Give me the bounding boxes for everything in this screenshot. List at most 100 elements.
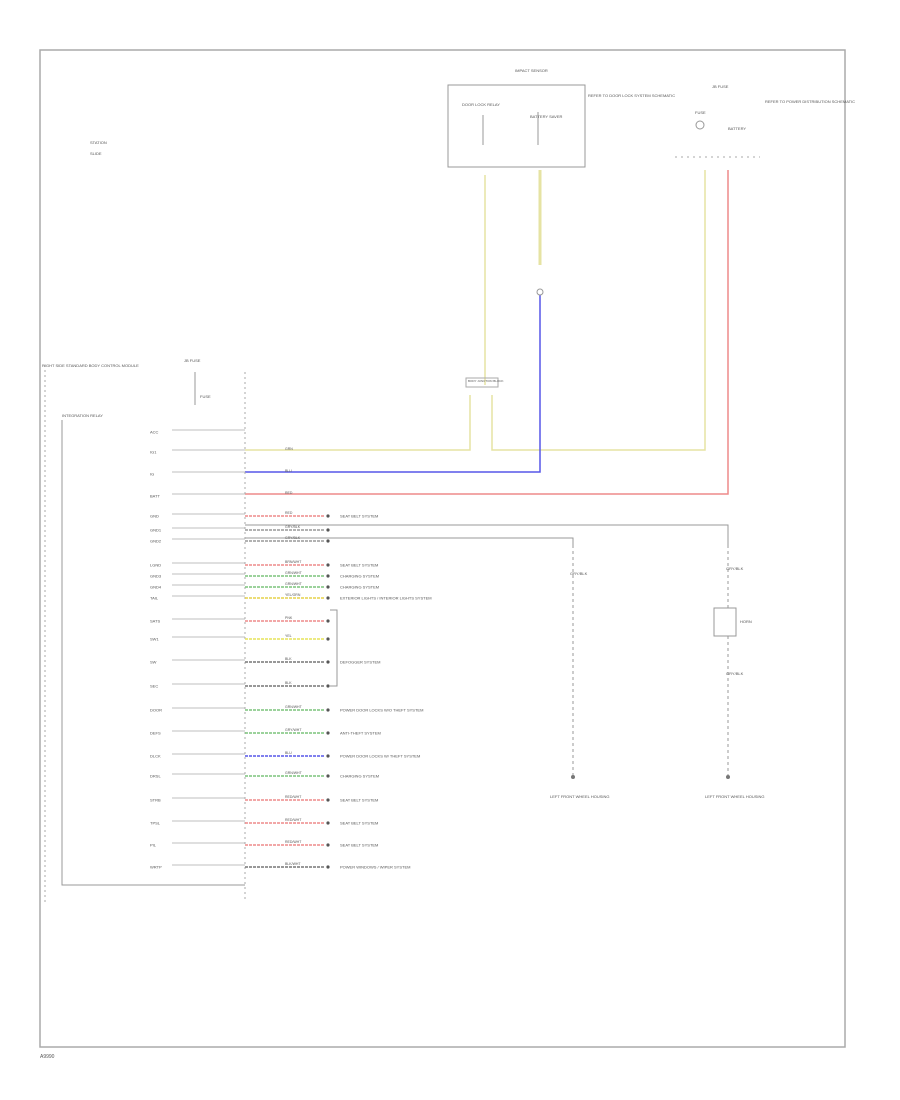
center-ground-icon: [571, 775, 575, 779]
right-connector-left-label: FUSE: [695, 110, 706, 115]
pin-label: BATT: [150, 494, 160, 499]
wire-color-label: BLK: [285, 657, 292, 661]
module-title: RIGHT SIDE STANDARD BODY CONTROL MODULE: [42, 363, 139, 368]
connector-terminal-icon: [326, 754, 330, 758]
pin-label: DRSL: [150, 774, 161, 779]
splice-point-icon: [536, 288, 544, 296]
pin-label: ACC: [150, 430, 159, 435]
center-ground-label: LEFT FRONT WHEEL HOUSING: [550, 794, 610, 799]
horn-ground-wire-label: GRY/BLK: [726, 671, 744, 676]
wire-color-label: RED/WHT: [285, 840, 302, 844]
pin-label: SW: [150, 660, 157, 665]
center-ground: GRY/BLK LEFT FRONT WHEEL HOUSING: [550, 545, 610, 799]
pin-label: IG1: [150, 450, 157, 455]
pin-row: ACC: [150, 430, 245, 435]
top-relay-right-label: BATTERY SAVER: [530, 114, 562, 119]
wire-gray-right-feed: [245, 524, 729, 545]
pin-label: TPSL: [150, 821, 161, 826]
mid-splice: BODY JUNCTION BLOCK: [465, 288, 544, 388]
pin-row: STRB RED/WHT SEAT BELT SYSTEM: [150, 795, 378, 803]
connector-terminal-icon: [326, 596, 330, 600]
destination-label: SEAT BELT SYSTEM: [340, 798, 378, 803]
pin-label: STRB: [150, 798, 161, 803]
pin-label: GND3: [150, 574, 162, 579]
pin-row: DRSL GRN/WHT CHARGING SYSTEM: [150, 771, 379, 779]
right-connector-side-note: REFER TO POWER DISTRIBUTION SCHEMATIC: [765, 99, 855, 104]
connector-terminal-icon: [326, 731, 330, 735]
pin-label: GND1: [150, 528, 162, 533]
destination-label: CHARGING SYSTEM: [340, 774, 379, 779]
wire-color-label: BLU: [285, 469, 292, 473]
top-relay-box: [447, 84, 586, 168]
diagram-code: A9990: [40, 1054, 55, 1060]
top-relay-left-label: DOOR LOCK RELAY: [462, 102, 500, 107]
connector-terminal-icon: [326, 528, 330, 532]
top-relay-title: IMPACT SENSOR: [515, 68, 548, 73]
connector-terminal-icon: [326, 514, 330, 518]
module-relay-label: INTEGRATION RELAY: [62, 413, 103, 418]
center-ground-wire-label: GRY/BLK: [570, 571, 588, 576]
fuse-symbol: [695, 120, 705, 130]
pin-label: IG: [150, 472, 154, 477]
horn-label: HORN: [740, 619, 752, 624]
diagram-frame: [39, 49, 846, 1048]
legend-line-2: SLIDE: [90, 151, 102, 156]
pin-label: PIL: [150, 843, 157, 848]
pin-label: TAIL: [150, 596, 159, 601]
wire-color-label: GRY/BLK: [285, 536, 301, 540]
wire-color-label: RED: [285, 491, 293, 495]
top-relay: IMPACT SENSOR DOOR LOCK RELAY BATTERY SA…: [447, 68, 675, 168]
pin-label: GND2: [150, 539, 162, 544]
destination-label: SEAT BELT SYSTEM: [340, 514, 378, 519]
pin-label: WRTP: [150, 865, 162, 870]
wire-color-label: RED/WHT: [285, 795, 302, 799]
legend-line-1: STATION: [90, 140, 107, 145]
horn-ground-icon: [726, 775, 730, 779]
module-fuse-label: JB FUSE: [184, 358, 201, 363]
connector-terminal-icon: [326, 821, 330, 825]
horn-ground-label: LEFT FRONT WHEEL HOUSING: [705, 794, 765, 799]
pin-label: GND4: [150, 585, 162, 590]
destination-label: CHARGING SYSTEM: [340, 585, 379, 590]
connector-terminal-icon: [326, 865, 330, 869]
wire-red: [245, 170, 729, 495]
pin-label: SEC: [150, 684, 158, 689]
connector-terminal-icon: [326, 585, 330, 589]
connector-terminal-icon: [326, 539, 330, 543]
wire-color-label: BLK: [285, 681, 292, 685]
top-relay-side-note: REFER TO DOOR LOCK SYSTEM SCHEMATIC: [588, 93, 675, 98]
module-fuse-sub: FUSE: [200, 394, 211, 399]
wire-color-label: BLU: [285, 751, 292, 755]
module-relay-bracket: [61, 420, 245, 886]
destination-label: POWER WINDOWS / WIPER SYSTEM: [340, 865, 410, 870]
pin-row: BATT RED: [150, 491, 293, 499]
wire-yellow-left: [245, 175, 486, 451]
connector-terminal-icon: [326, 843, 330, 847]
wire-gray-center-feed: [245, 537, 574, 545]
pin-row: IG BLU: [150, 469, 292, 477]
right-connector-title: JB FUSE: [712, 84, 729, 89]
right-ground-branch: GRY/BLK HORN GRY/BLK LEFT FRONT WHEEL HO…: [705, 545, 765, 799]
pin-label: SATS: [150, 619, 160, 624]
horn-feed-label: GRY/BLK: [726, 566, 744, 571]
wire-color-label: GRY/BLK: [285, 525, 301, 529]
right-connector-right-label: BATTERY: [728, 126, 746, 131]
wire-yellow-right: [491, 170, 706, 451]
connector-terminal-icon: [326, 774, 330, 778]
wire-color-label: BLK/WHT: [285, 862, 301, 866]
wire-color-label: GRN/WHT: [285, 771, 303, 775]
horn-component: [713, 607, 737, 637]
wire-color-label: YEL/GRN: [285, 593, 301, 597]
destination-label: CHARGING SYSTEM: [340, 574, 379, 579]
